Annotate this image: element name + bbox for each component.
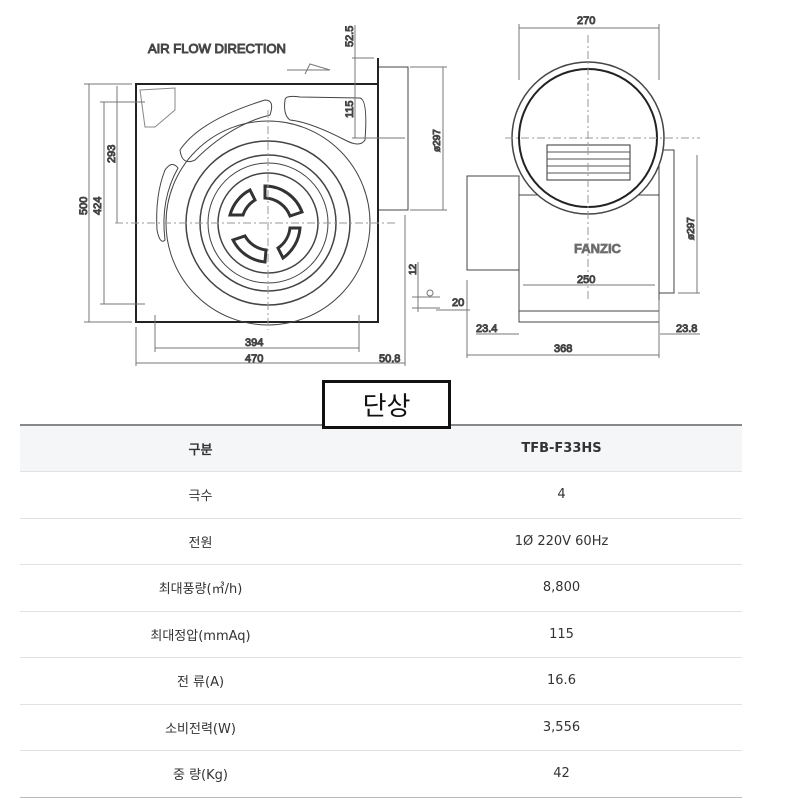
row-value: 1Ø 220V 60Hz <box>514 533 609 549</box>
spec-table: 구분 TFB-F33HS 극수 4 전원 1Ø 220V 60Hz 최대풍량(㎥/h… <box>20 424 742 798</box>
dim-297-left: ø297 <box>432 129 443 152</box>
dim-250: 250 <box>577 274 595 286</box>
row-label: 전원 <box>188 535 213 551</box>
dim-23-4: 23.4 <box>476 323 497 335</box>
dim-23-8: 23.8 <box>676 323 697 335</box>
impeller-hub <box>228 184 304 264</box>
phase-title: 단상 <box>322 380 451 429</box>
row-label: 최대풍량(㎥/h) <box>158 582 243 598</box>
table-row: 극수 4 <box>20 472 742 518</box>
dim-368: 368 <box>554 343 572 355</box>
dim-50-8: 50.8 <box>379 353 400 365</box>
table-row: 최대풍량(㎥/h) 8,800 <box>20 565 742 611</box>
row-value: 42 <box>553 766 570 782</box>
dim-52-5: 52.5 <box>344 26 356 47</box>
table-row: 중 량(Kg) 42 <box>20 751 742 797</box>
row-value: 115 <box>549 626 574 642</box>
row-label: 전 류(A) <box>176 675 225 691</box>
dim-500: 500 <box>78 197 90 215</box>
dim-12: 12 <box>408 263 419 275</box>
table-row: 소비전력(W) 3,556 <box>20 704 742 751</box>
dim-424: 424 <box>92 197 104 215</box>
air-flow-label: AIR FLOW DIRECTION <box>148 41 286 56</box>
side-view: FANZIC 270 ø297 250 23.4 23.8 368 <box>466 15 700 358</box>
header-model: TFB-F33HS <box>521 441 602 456</box>
dim-270: 270 <box>577 15 595 27</box>
row-label: 최대정압(mmAq) <box>150 628 251 644</box>
dim-394: 394 <box>245 337 263 349</box>
dim-293: 293 <box>106 145 118 163</box>
table-row: 전 류(A) 16.6 <box>20 658 742 704</box>
row-value: 16.6 <box>547 673 576 689</box>
dim-20: 20 <box>452 297 464 309</box>
brand-logo: FANZIC <box>574 241 622 256</box>
front-view: AIR FLOW DIRECTION 500 424 293 52.5 115 … <box>78 25 470 366</box>
row-value: 4 <box>557 487 566 503</box>
row-label: 극수 <box>188 489 213 505</box>
dim-470: 470 <box>245 353 263 365</box>
row-label: 소비전력(W) <box>165 721 236 737</box>
row-value: 8,800 <box>542 580 581 596</box>
dim-297-right: ø297 <box>686 217 697 240</box>
row-value: 3,556 <box>542 719 581 735</box>
dim-115: 115 <box>344 100 356 118</box>
table-header-row: 구분 TFB-F33HS <box>20 425 742 472</box>
row-label: 중 량(Kg) <box>173 768 228 784</box>
header-label: 구분 <box>188 443 213 458</box>
table-row: 전원 1Ø 220V 60Hz <box>20 518 742 565</box>
fan-technical-drawing: AIR FLOW DIRECTION 500 424 293 52.5 115 … <box>78 15 700 366</box>
dimension-lines <box>84 25 470 366</box>
table-row: 최대정압(mmAq) 115 <box>20 611 742 658</box>
